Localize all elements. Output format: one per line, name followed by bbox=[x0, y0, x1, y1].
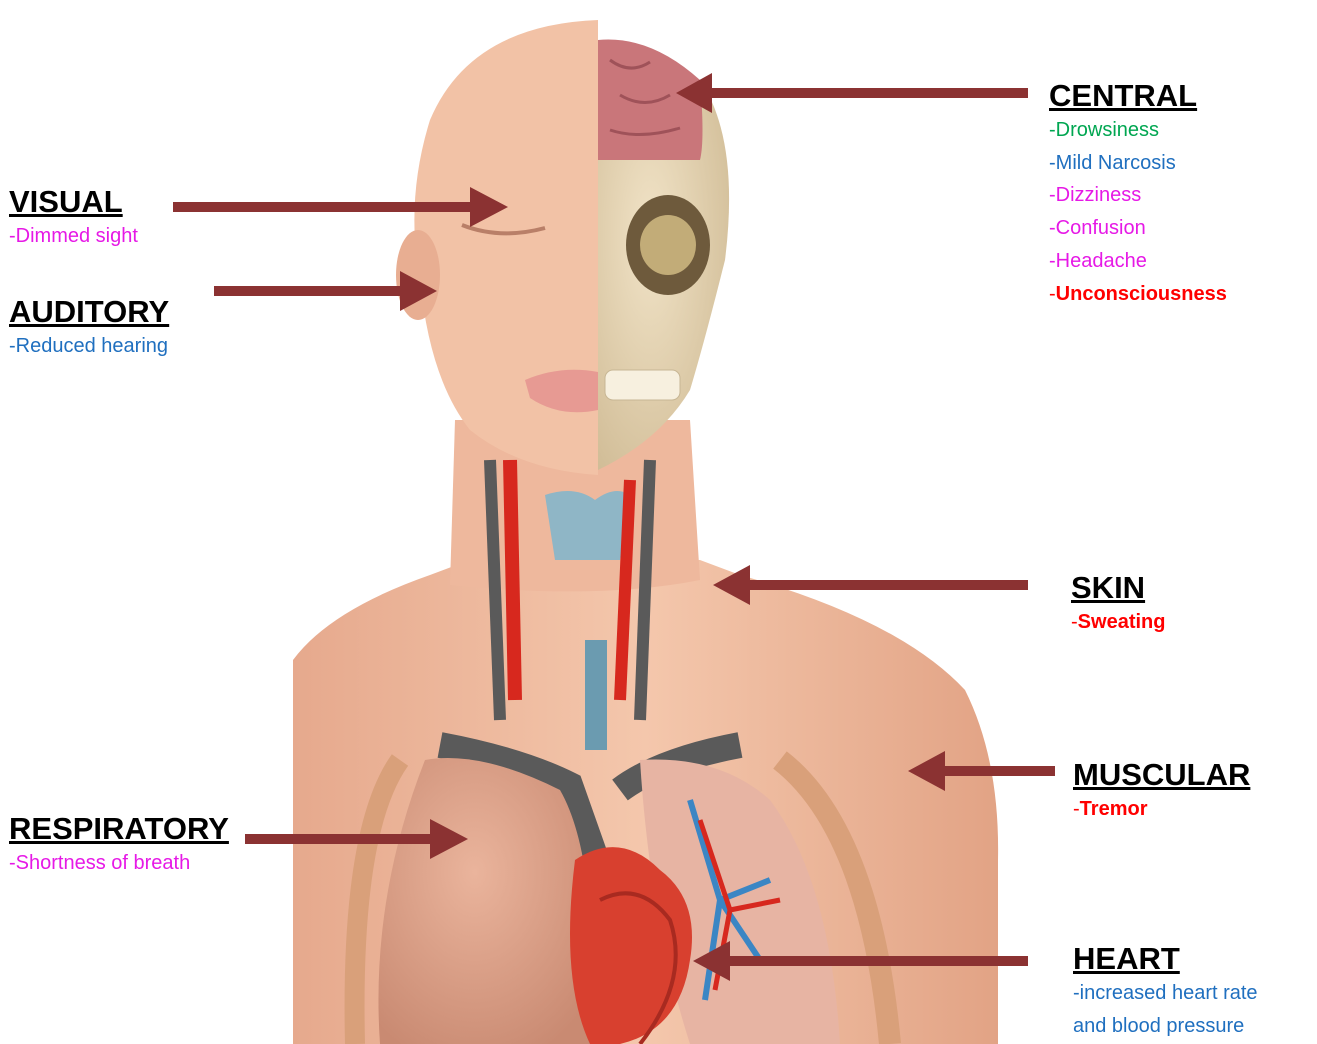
symptom-central-2: -Dizziness bbox=[1049, 179, 1227, 212]
label-muscular: MUSCULAR -Tremor bbox=[1073, 757, 1250, 826]
label-respiratory: RESPIRATORY -Shortness of breath bbox=[9, 811, 229, 880]
symptom-text: Headache bbox=[1056, 250, 1147, 272]
symptom-text: Confusion bbox=[1056, 217, 1146, 239]
symptom-central-4: -Headache bbox=[1049, 245, 1227, 278]
heading-skin: SKIN bbox=[1071, 570, 1165, 606]
symptom-list-skin: -Sweating bbox=[1071, 606, 1165, 639]
symptom-text: increased heart rate bbox=[1080, 982, 1258, 1004]
symptom-text: Mild Narcosis bbox=[1056, 152, 1176, 174]
symptom-dash: - bbox=[1049, 283, 1056, 305]
heading-heart: HEART bbox=[1073, 941, 1258, 977]
symptom-heart-1: and blood pressure bbox=[1073, 1010, 1258, 1043]
symptom-respiratory-0: -Shortness of breath bbox=[9, 847, 229, 880]
symptom-text: and blood pressure bbox=[1073, 1015, 1244, 1037]
right-lung bbox=[378, 758, 592, 1044]
brain bbox=[598, 40, 703, 161]
symptom-heart-0: -increased heart rate bbox=[1073, 977, 1258, 1010]
carotid-artery bbox=[510, 460, 515, 700]
symptom-text: Reduced hearing bbox=[16, 335, 168, 357]
symptom-text: Dizziness bbox=[1056, 184, 1142, 206]
symptom-text: Shortness of breath bbox=[16, 852, 191, 874]
symptom-list-muscular: -Tremor bbox=[1073, 793, 1250, 826]
symptom-central-0: -Drowsiness bbox=[1049, 114, 1227, 147]
symptom-dash: - bbox=[1049, 184, 1056, 206]
symptom-text: Unconsciousness bbox=[1056, 283, 1227, 305]
symptom-dash: - bbox=[1049, 250, 1056, 272]
trachea bbox=[585, 640, 607, 750]
symptom-dash: - bbox=[1073, 798, 1080, 820]
symptom-dash: - bbox=[9, 335, 16, 357]
arrow-central bbox=[676, 73, 1028, 113]
symptom-dash: - bbox=[1073, 982, 1080, 1004]
heading-central: CENTRAL bbox=[1049, 78, 1227, 114]
symptom-list-visual: -Dimmed sight bbox=[9, 220, 138, 253]
label-central: CENTRAL -Drowsiness-Mild Narcosis-Dizzin… bbox=[1049, 78, 1227, 310]
symptom-dash: - bbox=[9, 852, 16, 874]
heading-respiratory: RESPIRATORY bbox=[9, 811, 229, 847]
arrow-auditory bbox=[214, 271, 437, 311]
symptom-visual-0: -Dimmed sight bbox=[9, 220, 138, 253]
symptom-auditory-0: -Reduced hearing bbox=[9, 330, 169, 363]
symptom-text: Dimmed sight bbox=[16, 225, 138, 247]
symptom-dash: - bbox=[9, 225, 16, 247]
symptom-list-auditory: -Reduced hearing bbox=[9, 330, 169, 363]
heading-muscular: MUSCULAR bbox=[1073, 757, 1250, 793]
label-auditory: AUDITORY -Reduced hearing bbox=[9, 294, 169, 363]
symptom-dash: - bbox=[1049, 217, 1056, 239]
heading-auditory: AUDITORY bbox=[9, 294, 169, 330]
heading-visual: VISUAL bbox=[9, 184, 138, 220]
symptom-text: Sweating bbox=[1078, 611, 1166, 633]
label-visual: VISUAL -Dimmed sight bbox=[9, 184, 138, 253]
symptom-list-respiratory: -Shortness of breath bbox=[9, 847, 229, 880]
symptom-central-3: -Confusion bbox=[1049, 212, 1227, 245]
label-skin: SKIN -Sweating bbox=[1071, 570, 1165, 639]
symptom-text: Tremor bbox=[1080, 798, 1148, 820]
symptom-dash: - bbox=[1049, 119, 1056, 141]
symptom-text: Drowsiness bbox=[1056, 119, 1159, 141]
symptom-central-5: -Unconsciousness bbox=[1049, 278, 1227, 311]
thyroid bbox=[545, 491, 630, 560]
symptom-list-central: -Drowsiness-Mild Narcosis-Dizziness-Conf… bbox=[1049, 114, 1227, 310]
symptom-muscular-0: -Tremor bbox=[1073, 793, 1250, 826]
symptom-list-heart: -increased heart rate and blood pressure bbox=[1073, 977, 1258, 1042]
symptom-dash: - bbox=[1071, 611, 1078, 633]
symptom-skin-0: -Sweating bbox=[1071, 606, 1165, 639]
label-heart: HEART -increased heart rate and blood pre… bbox=[1073, 941, 1258, 1042]
symptom-central-1: -Mild Narcosis bbox=[1049, 147, 1227, 180]
teeth bbox=[605, 370, 680, 400]
symptom-dash: - bbox=[1049, 152, 1056, 174]
